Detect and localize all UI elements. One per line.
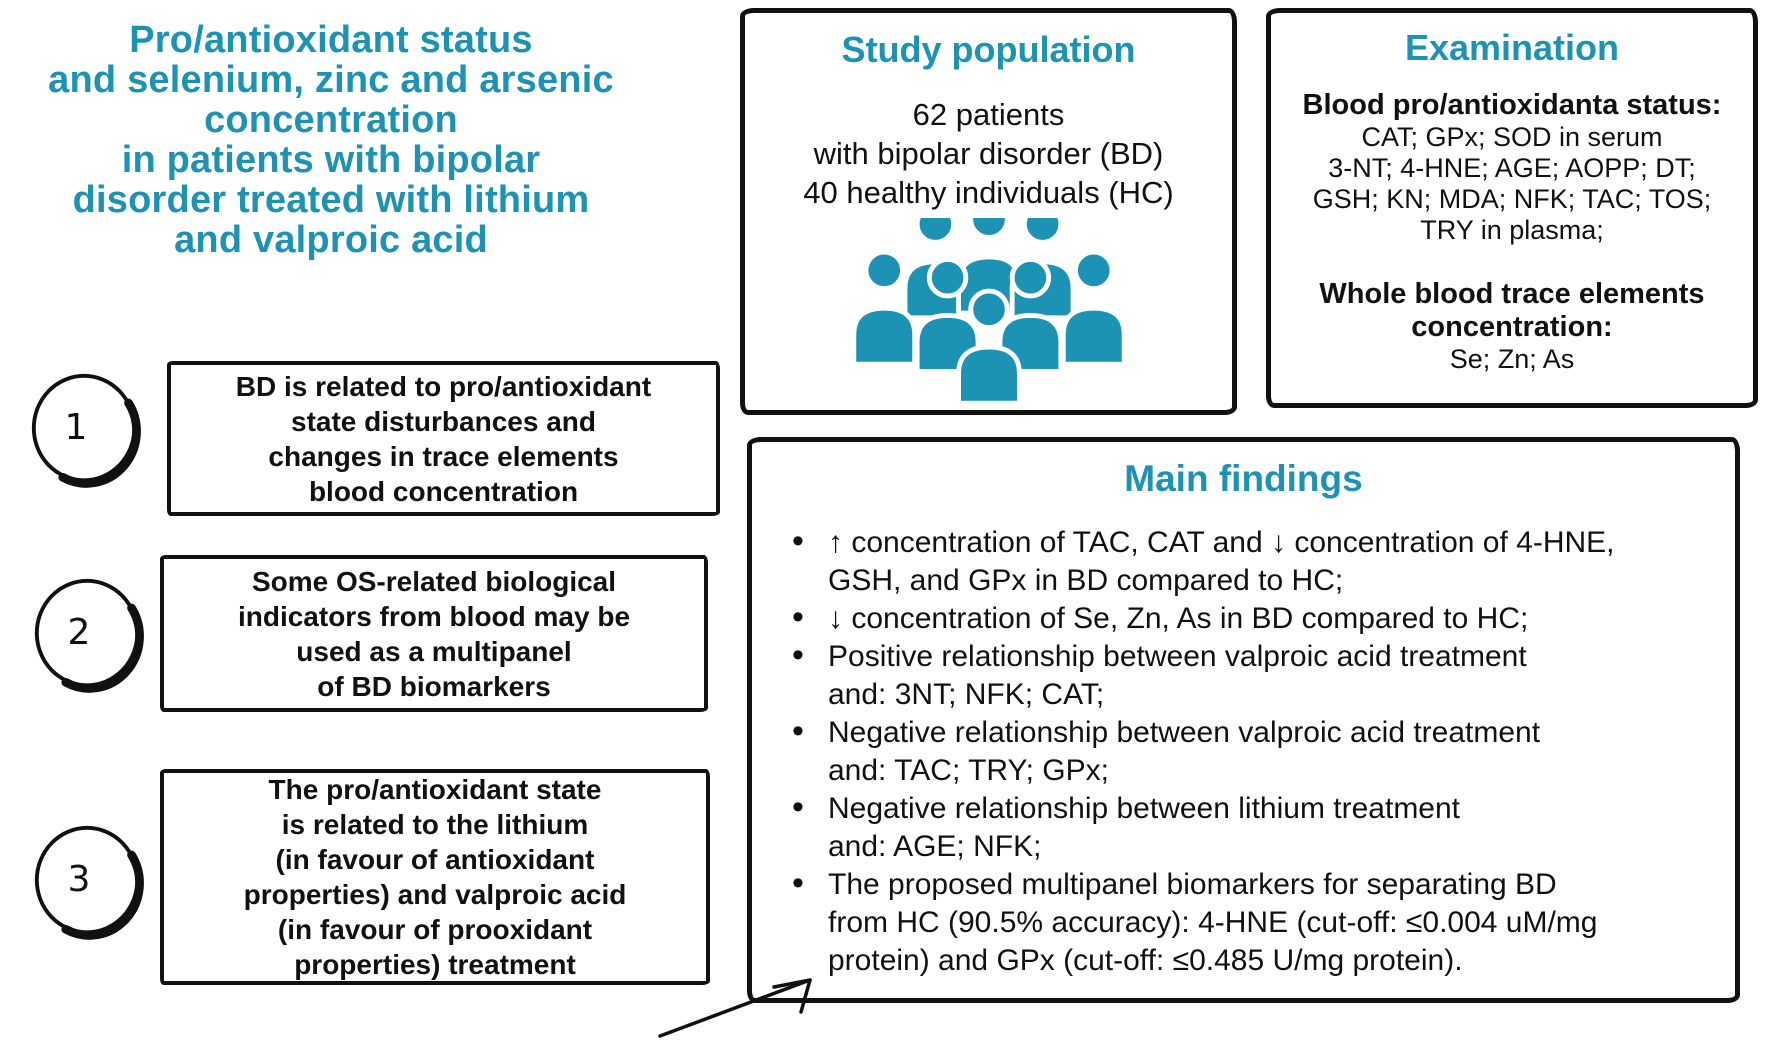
finding-line: and: TAC; TRY; GPx;: [828, 754, 1109, 787]
finding-line: ↓ concentration of Se, Zn, As in BD comp…: [828, 602, 1529, 635]
title-line: concentration: [204, 99, 458, 141]
finding-item: Negative relationship between valproic a…: [792, 712, 1735, 790]
examination-section-heading: Blood pro/antioxidanta status:: [1302, 89, 1722, 121]
finding-line: Positive relationship between valproic a…: [828, 640, 1527, 673]
examination-line: CAT; GPx; SOD in serum: [1361, 122, 1663, 152]
step-number: 2: [67, 611, 91, 653]
statement-line: blood concentration: [308, 475, 579, 507]
finding-item: ↑ concentration of TAC, CAT and ↓ concen…: [792, 522, 1735, 600]
step-number: 3: [67, 858, 91, 900]
statement-line: indicators from blood may be: [237, 600, 631, 632]
hand-drawn-circle-icon: [34, 578, 144, 693]
study-population-line: 62 patients: [912, 97, 1065, 132]
finding-line: and: AGE; NFK;: [828, 830, 1042, 863]
study-population-title: Study population: [841, 29, 1136, 70]
study-population-line: 40 healthy individuals (HC): [803, 175, 1174, 210]
title-line: disorder treated with lithium: [72, 179, 590, 221]
hand-drawn-circle-icon: [34, 825, 144, 940]
statement-line: Some OS-related biological: [251, 565, 617, 597]
title-line: Pro/antioxidant status: [129, 19, 533, 61]
step-circle-2: 2: [31, 577, 147, 693]
hand-drawn-circle-icon: [31, 373, 141, 488]
examination-line: TRY in plasma;: [1420, 215, 1604, 245]
statement-line: (in favour of antioxidant: [275, 844, 595, 875]
finding-line: ↑ concentration of TAC, CAT and ↓ concen…: [828, 526, 1615, 559]
statement-line: The pro/antioxidant state: [268, 774, 602, 805]
examination-line: Se; Zn; As: [1449, 344, 1575, 374]
statement-line: (in favour of prooxidant: [277, 914, 593, 945]
statement-line: properties) treatment: [294, 949, 576, 980]
examination-line: GSH; KN; MDA; NFK; TAC; TOS;: [1312, 184, 1712, 214]
statement-line: is related to the lithium: [281, 809, 589, 840]
page-title: Pro/antioxidant status and selenium, zin…: [0, 20, 662, 260]
statement-line: state disturbances and: [291, 405, 596, 437]
finding-line: GSH, and GPx in BD compared to HC;: [828, 564, 1344, 597]
finding-line: The proposed multipanel biomarkers for s…: [828, 868, 1557, 901]
title-line: and selenium, zinc and arsenic: [48, 59, 614, 101]
step-circle-3: 3: [31, 824, 147, 940]
statement-line: of BD biomarkers: [317, 670, 551, 702]
arrow-up-right-icon: [658, 978, 812, 1038]
study-population-box: Study population 62 patients with bipola…: [740, 8, 1237, 415]
statement-line: BD is related to pro/antioxidant: [235, 370, 652, 402]
examination-section-heading: Whole blood trace elements concentration…: [1319, 278, 1705, 343]
finding-line: Negative relationship between valproic a…: [828, 716, 1541, 749]
finding-line: Negative relationship between lithium tr…: [828, 792, 1461, 825]
examination-box: Examination Blood pro/antioxidanta statu…: [1266, 8, 1758, 408]
statement-line: properties) and valproic acid: [243, 879, 627, 910]
main-findings-list: ↑ concentration of TAC, CAT and ↓ concen…: [792, 522, 1735, 980]
finding-item: Positive relationship between valproic a…: [792, 636, 1735, 714]
step-circle-1: 1: [28, 372, 144, 488]
finding-line: from HC (90.5% accuracy): 4-HNE (cut-off…: [828, 906, 1598, 939]
examination-title: Examination: [1404, 27, 1620, 68]
main-findings-title: Main findings: [1124, 458, 1363, 499]
people-group-icon: [839, 218, 1139, 408]
main-findings-box: Main findings ↑ concentration of TAC, CA…: [747, 437, 1740, 1003]
statement-box-2: Some OS-related biological indicators fr…: [160, 555, 708, 712]
statement-box-3: The pro/antioxidant state is related to …: [160, 769, 710, 985]
finding-line: and: 3NT; NFK; CAT;: [828, 678, 1105, 711]
finding-item: Negative relationship between lithium tr…: [792, 788, 1735, 866]
examination-line: 3-NT; 4-HNE; AGE; AOPP; DT;: [1328, 153, 1696, 183]
statement-line: changes in trace elements: [268, 440, 619, 472]
finding-item: ↓ concentration of Se, Zn, As in BD comp…: [792, 598, 1735, 638]
study-population-line: with bipolar disorder (BD): [813, 136, 1164, 171]
step-number: 1: [64, 406, 88, 448]
finding-line: protein) and GPx (cut-off: ≤0.485 U/mg p…: [828, 944, 1463, 977]
statement-line: used as a multipanel: [296, 635, 572, 667]
finding-item: The proposed multipanel biomarkers for s…: [792, 864, 1735, 980]
statement-box-1: BD is related to pro/antioxidant state d…: [167, 361, 720, 516]
title-line: and valproic acid: [174, 219, 488, 261]
title-line: in patients with bipolar: [121, 139, 541, 181]
